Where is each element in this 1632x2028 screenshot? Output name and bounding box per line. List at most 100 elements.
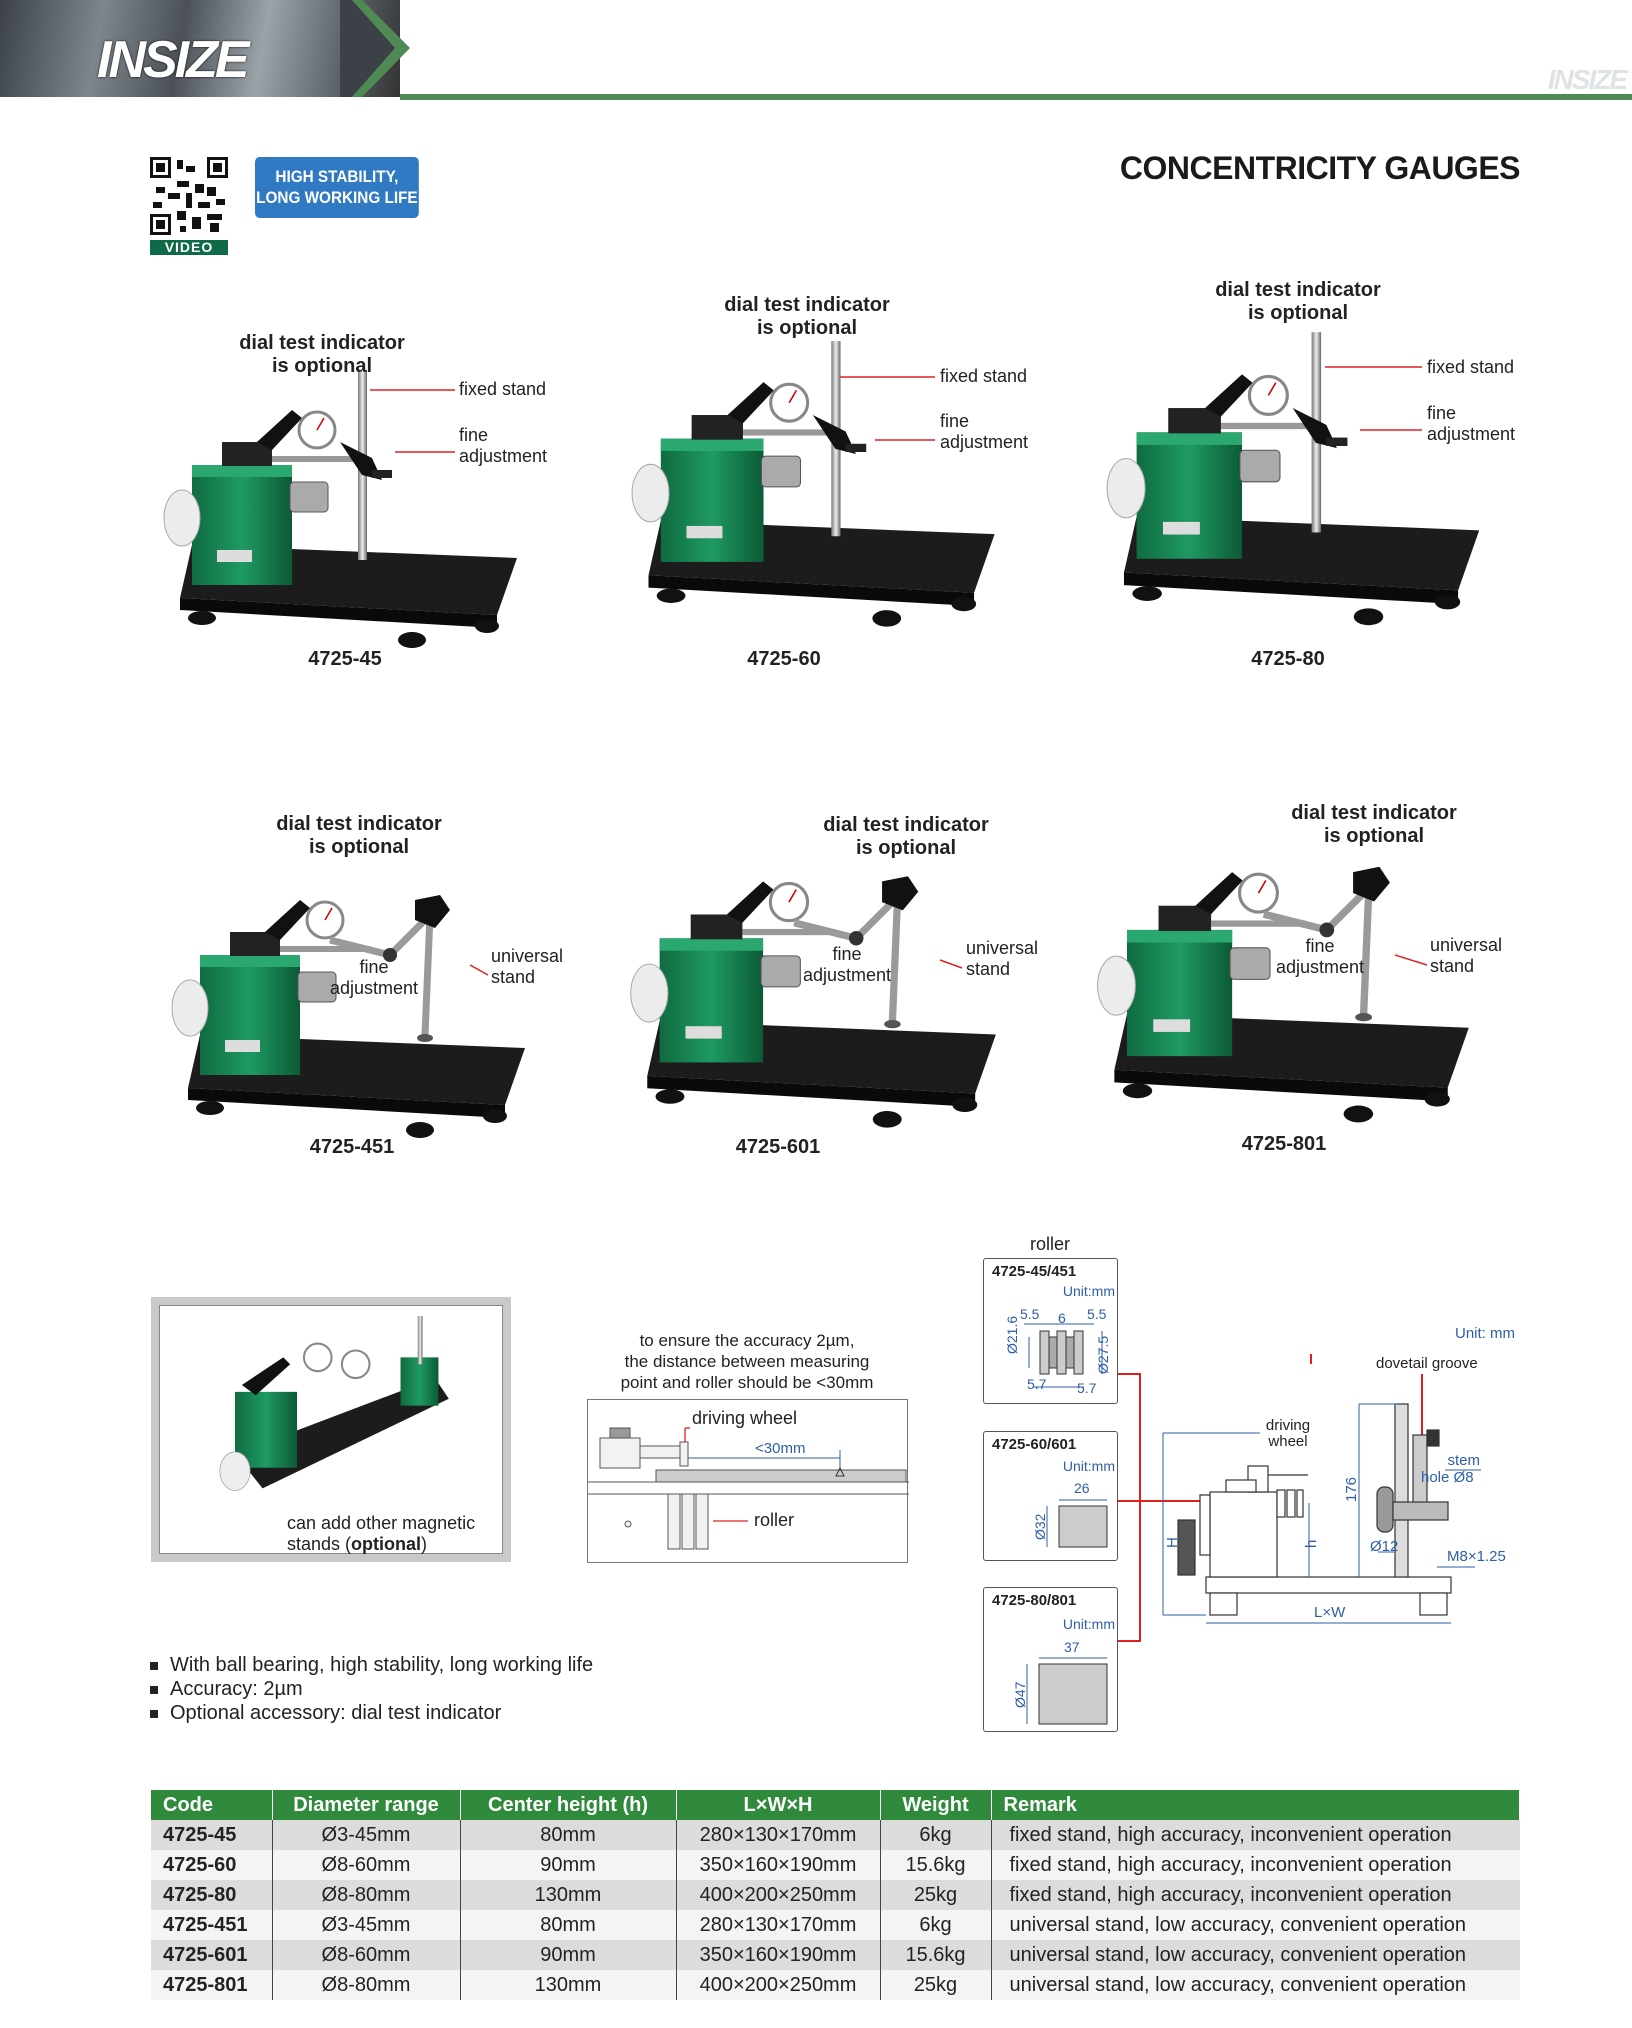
roller-box-45: 4725-45/451 Unit:mm 5.5 6 5.5 Ø21.6 Ø27.…: [983, 1258, 1118, 1404]
label-line: fine: [940, 411, 970, 431]
dim-h: h: [1303, 1539, 1320, 1548]
magnetic-stand-panel: can add other magnetic stands (optional): [151, 1297, 511, 1562]
table-cell: 280×130×170mm: [676, 1820, 881, 1850]
roller-box-80: 4725-80/801 Unit:mm 37 Ø47: [983, 1587, 1118, 1732]
table-cell: fixed stand, high accuracy, inconvenient…: [991, 1880, 1520, 1910]
roller-box-title: 4725-60/601: [992, 1436, 1077, 1453]
distance-label: <30mm: [755, 1440, 806, 1457]
label-line: fine: [359, 957, 389, 977]
table-cell: 15.6kg: [880, 1850, 992, 1880]
unit-label: Unit:mm: [1062, 1458, 1115, 1474]
note-line: is optional: [309, 836, 409, 858]
table-cell: fixed stand, high accuracy, inconvenient…: [991, 1850, 1520, 1880]
label-line: fine: [1305, 936, 1335, 956]
model-code: 4725-45: [308, 648, 382, 670]
label-line: universal: [491, 946, 564, 966]
note-line: dial test indicator: [1215, 279, 1381, 301]
roller-box-title: 4725-80/801: [992, 1592, 1077, 1609]
insize-watermark: INSIZE: [1547, 64, 1628, 95]
stem-hole-dia: hole Ø8: [1421, 1469, 1474, 1486]
table-cell: 4725-451: [151, 1910, 273, 1940]
dim-5-5-right: 5.5: [1087, 1306, 1107, 1322]
table-cell: Ø8-60mm: [272, 1850, 461, 1880]
fixed-stand-label: fixed stand: [459, 379, 547, 399]
col-header: Remark: [991, 1790, 1520, 1820]
feature-item: Accuracy: 2µm: [150, 1677, 593, 1701]
col-header: Code: [151, 1790, 273, 1820]
table-cell: 4725-601: [151, 1940, 273, 1970]
dim-LxW: L×W: [1314, 1604, 1346, 1621]
label-line: driving: [1265, 1417, 1311, 1434]
note-line: dial test indicator: [1291, 802, 1457, 824]
drawing-unit-label: Unit: mm: [1455, 1325, 1515, 1342]
label-line: adjustment: [459, 446, 548, 466]
stem-hole-label: stem: [1440, 1452, 1480, 1469]
label-line: stand: [1430, 956, 1475, 976]
note-line: the distance between measuring: [624, 1352, 870, 1371]
table-cell: universal stand, low accuracy, convenien…: [991, 1940, 1520, 1970]
table-cell: Ø3-45mm: [272, 1910, 461, 1940]
table-cell: 130mm: [460, 1970, 677, 2000]
label-line: fine: [832, 944, 862, 964]
model-code: 4725-60: [747, 648, 821, 670]
table-cell: 280×130×170mm: [676, 1910, 881, 1940]
roller-drawing-60: [1046, 1499, 1108, 1548]
dim-5-7-right: 5.7: [1077, 1380, 1097, 1396]
fixed-stand-label: fixed stand: [940, 366, 1028, 386]
video-qr-code[interactable]: VIDEO: [150, 157, 228, 255]
model-code: 4725-451: [309, 1136, 395, 1158]
label-line: adjustment: [1427, 424, 1516, 444]
model-code: 4725-801: [1241, 1133, 1327, 1155]
label-line: fine: [1427, 403, 1457, 423]
label-line: adjustment: [802, 965, 892, 985]
feature-item: With ball bearing, high stability, long …: [150, 1653, 593, 1677]
dim-width-26: 26: [1074, 1480, 1090, 1496]
table-cell: universal stand, low accuracy, convenien…: [991, 1970, 1520, 2000]
note-line: is optional: [272, 355, 372, 377]
label-line: stand: [966, 959, 1011, 979]
unit-label: Unit:mm: [1062, 1283, 1115, 1299]
note-line: is optional: [1248, 302, 1348, 324]
table-cell: 90mm: [460, 1850, 677, 1880]
table-cell: 4725-45: [151, 1820, 273, 1850]
col-header: L×W×H: [676, 1790, 881, 1820]
qr-code-icon: [150, 157, 228, 235]
magnetic-caption: can add other magnetic stands (optional): [287, 1513, 475, 1555]
insize-logo: INSIZE: [97, 31, 250, 89]
note-line: dial test indicator: [823, 814, 989, 836]
header-rule: [400, 94, 1632, 100]
note-line: dial test indicator: [724, 294, 890, 316]
table-cell: 90mm: [460, 1940, 677, 1970]
table-cell: Ø8-60mm: [272, 1940, 461, 1970]
table-cell: 80mm: [460, 1820, 677, 1850]
caption-bold: optional: [351, 1534, 422, 1554]
note-line: is optional: [856, 837, 956, 859]
note-line: is optional: [757, 317, 857, 339]
table-cell: Ø8-80mm: [272, 1880, 461, 1910]
col-header: Diameter range: [272, 1790, 461, 1820]
unit-label: Unit:mm: [1062, 1616, 1115, 1632]
table-cell: 400×200×250mm: [676, 1970, 881, 2000]
caption-text: stands (: [287, 1534, 352, 1554]
label-line: universal: [1430, 935, 1503, 955]
table-cell: 350×160×190mm: [676, 1940, 881, 1970]
table-cell: Ø3-45mm: [272, 1820, 461, 1850]
roller-drawing-45: [1024, 1323, 1103, 1388]
accuracy-note: to ensure the accuracy 2µm,the distance …: [587, 1330, 907, 1393]
dovetail-groove-label: dovetail groove: [1376, 1355, 1478, 1372]
gauge-technical-drawing: [1118, 1354, 1481, 1642]
feature-list: With ball bearing, high stability, long …: [150, 1653, 593, 1725]
